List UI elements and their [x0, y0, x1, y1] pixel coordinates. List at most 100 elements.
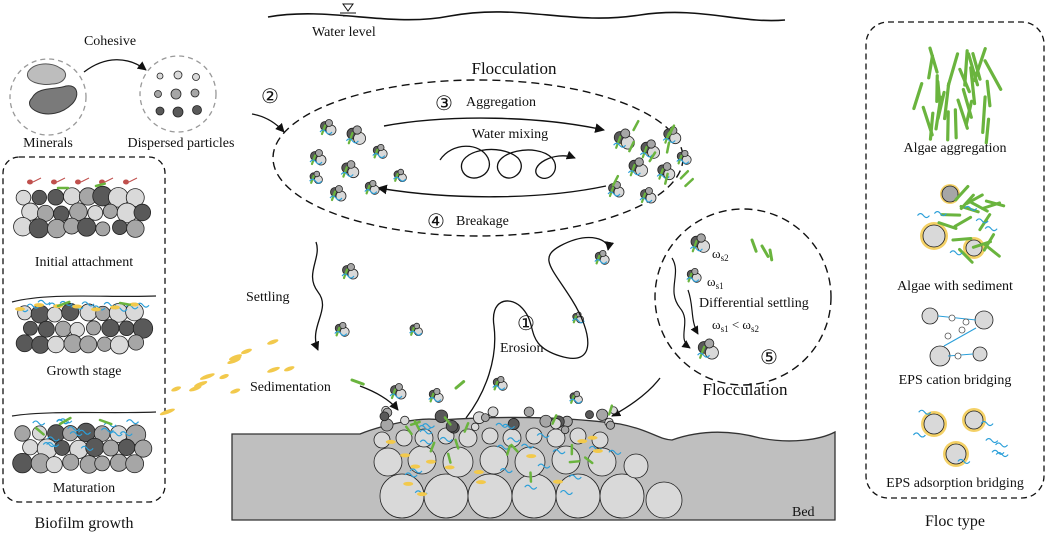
eps-blob — [129, 302, 139, 307]
eps-strand — [608, 449, 622, 455]
eps-strand — [32, 420, 46, 426]
algae-rod — [118, 301, 132, 306]
eps-strand — [991, 449, 1005, 455]
algae-rod — [629, 163, 636, 177]
particle — [102, 439, 120, 457]
step-1-marker: ① — [517, 313, 535, 335]
biofilm-line — [11, 295, 157, 303]
differential-settling-label: Differential settling — [699, 296, 809, 311]
eps-strand — [364, 189, 378, 195]
aggregation-label: Aggregation — [466, 95, 536, 110]
algae-rod — [983, 59, 1003, 91]
algae-rod — [350, 378, 365, 386]
particle — [605, 420, 615, 430]
algae-rod — [342, 166, 348, 178]
eps-strand — [613, 142, 627, 148]
particle — [62, 453, 80, 471]
algae-rod — [956, 98, 969, 130]
particle — [555, 473, 601, 519]
eps-blob — [241, 348, 252, 355]
algae-rod — [409, 420, 421, 427]
particle — [112, 219, 128, 235]
eps-strand — [409, 468, 423, 474]
eps-strand — [985, 438, 999, 444]
algae-rod — [583, 456, 594, 465]
sedimentation-arrow — [359, 385, 399, 411]
eps-blob — [577, 439, 588, 444]
eps-strand — [422, 423, 435, 429]
breakage-label: Breakage — [456, 214, 509, 229]
step-3-marker: ③ — [435, 93, 453, 115]
differential-settling-circle — [654, 208, 832, 386]
floc-cluster-right — [607, 119, 695, 204]
particle — [155, 106, 165, 116]
algae-rod — [921, 105, 934, 137]
particle — [373, 431, 391, 449]
eps-strand — [46, 436, 60, 442]
floc-type-algae-with-sediment: Algae with sediment — [897, 279, 1013, 294]
particle — [346, 160, 356, 169]
algae-rod — [628, 140, 635, 153]
eps-strand — [78, 429, 91, 435]
algae-rod — [969, 201, 989, 213]
eps-strand — [109, 431, 123, 437]
erosion-arrow — [465, 237, 615, 419]
particle — [125, 454, 145, 474]
particle — [941, 185, 959, 203]
algae-rod — [946, 52, 960, 88]
particle — [22, 439, 39, 456]
eps-strand — [136, 302, 150, 308]
biofilm-line — [11, 411, 157, 417]
settling-arrow — [310, 241, 324, 351]
eps-strand — [559, 489, 573, 496]
eps-strand — [42, 441, 56, 448]
algae-rod — [632, 119, 640, 132]
eps-strand — [404, 472, 418, 478]
eps-blob — [473, 470, 484, 475]
eps-blob — [444, 465, 455, 470]
particle — [497, 375, 505, 384]
algae-rod — [768, 248, 774, 262]
breakage-arrow — [377, 184, 607, 198]
algae-rod — [959, 204, 980, 214]
eps-strand — [571, 318, 585, 324]
particle — [479, 445, 509, 475]
eps-strand — [309, 178, 323, 184]
algae-rod — [56, 300, 71, 308]
cohesive-label: Cohesive — [84, 34, 136, 49]
eps-strand — [957, 458, 971, 464]
floc-type-eps-cation-bridging: EPS cation bridging — [899, 373, 1012, 388]
eps-strand — [536, 432, 550, 439]
microbe-cell — [51, 179, 57, 185]
particle — [77, 217, 97, 237]
eps-strand — [697, 352, 711, 358]
eps-blob — [159, 408, 175, 416]
erosion-label: Erosion — [500, 341, 544, 356]
eps-strand — [689, 246, 703, 252]
flocculation-deposit-arrow — [611, 377, 661, 417]
eps-blob — [526, 454, 537, 459]
particle — [645, 481, 683, 519]
eps-strand — [995, 442, 1008, 448]
eps-strand — [126, 419, 139, 425]
eps-strand — [568, 474, 582, 480]
eps-blob — [15, 306, 25, 311]
microbe-tail — [56, 177, 66, 183]
algae-rod — [568, 460, 581, 464]
particle — [458, 428, 478, 448]
eps-adsorption-bridging-image — [912, 408, 1009, 467]
particle — [118, 320, 135, 337]
algae-rod — [612, 174, 620, 187]
eps-strand — [933, 211, 947, 217]
particle — [47, 335, 65, 354]
particle — [696, 233, 706, 243]
particle — [154, 90, 162, 98]
algae-rod — [641, 145, 648, 159]
biofilm-stage-maturation: Maturation — [53, 481, 115, 496]
particle — [481, 427, 499, 445]
algae-rod — [446, 452, 452, 464]
eps-strand — [372, 153, 386, 159]
eps-strand — [964, 205, 978, 211]
eps-strand — [975, 218, 989, 224]
particle — [54, 440, 70, 456]
